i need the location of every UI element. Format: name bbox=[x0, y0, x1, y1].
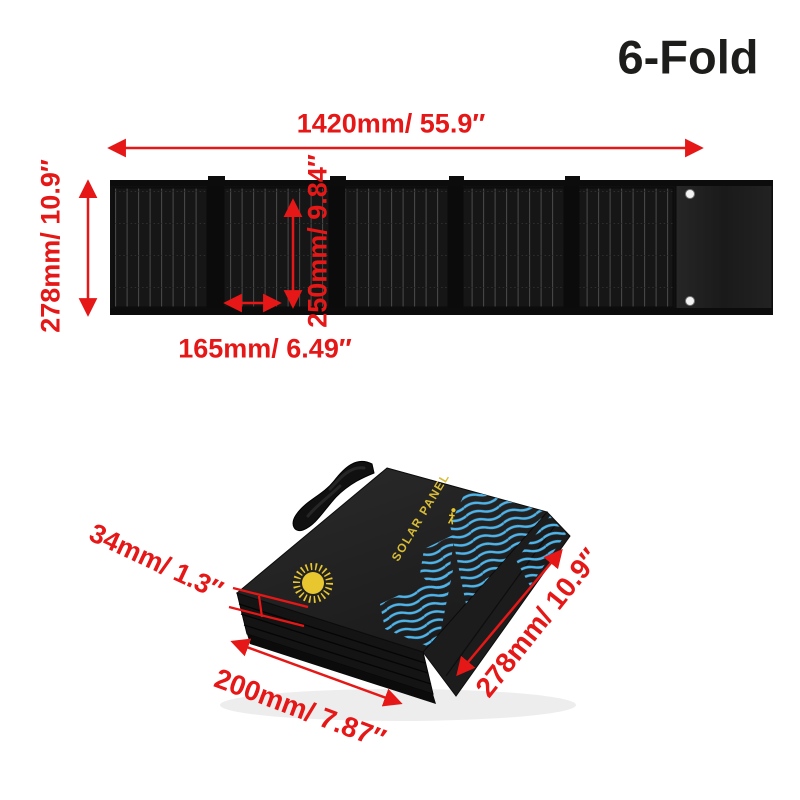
panel-width-label: 165mm/ 6.49″ bbox=[178, 333, 352, 364]
folded-width-arrow bbox=[230, 638, 403, 707]
strip-bottom-edge bbox=[110, 308, 773, 315]
strip-top-edge bbox=[110, 180, 773, 186]
hinge-tab bbox=[330, 176, 346, 182]
end-flap bbox=[675, 182, 773, 313]
folded-depth-arrow bbox=[456, 548, 563, 677]
page-title: 6-Fold bbox=[617, 30, 759, 84]
dimension-arrows bbox=[78, 138, 704, 707]
unfolded-panel-photo bbox=[110, 176, 773, 315]
solar-cell-sections bbox=[113, 187, 674, 308]
fold-hinges bbox=[207, 183, 579, 312]
panel-height-label: 250mm/ 9.84″ bbox=[302, 154, 333, 328]
total-width-label: 1420mm/ 55.9″ bbox=[296, 108, 486, 139]
thickness-leader-lines bbox=[228, 586, 309, 628]
hinge-tab bbox=[565, 176, 580, 182]
climber-figure-icon bbox=[447, 508, 456, 525]
sun-icon bbox=[293, 563, 333, 603]
grommet-hole bbox=[685, 189, 695, 199]
hinge-tab bbox=[208, 176, 225, 182]
total-height-label: 278mm/ 10.9″ bbox=[35, 159, 66, 333]
carry-handle bbox=[292, 460, 375, 532]
grommet-hole bbox=[685, 296, 695, 306]
hinge-tab bbox=[449, 176, 464, 182]
